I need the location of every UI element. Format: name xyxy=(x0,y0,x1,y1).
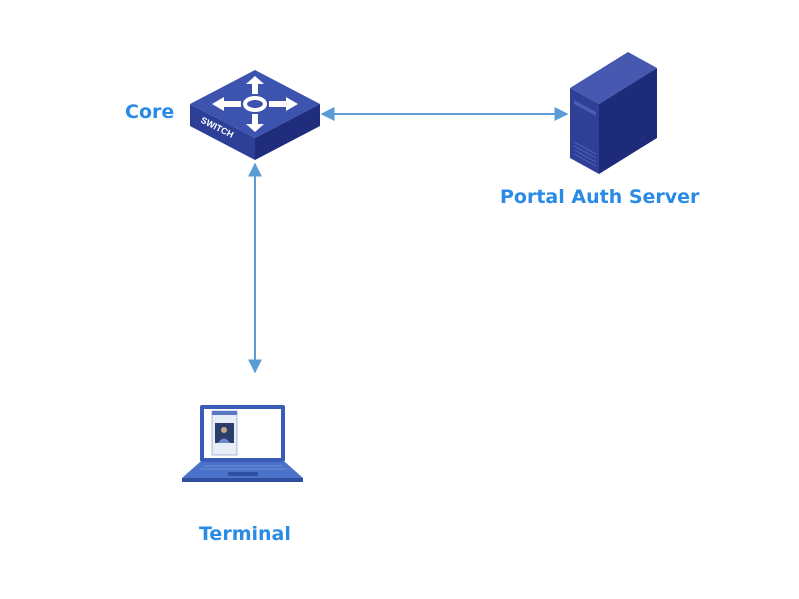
core-label: Core xyxy=(125,101,175,123)
server-icon[interactable] xyxy=(570,52,657,174)
terminal-label: Terminal xyxy=(199,523,291,545)
laptop-icon[interactable] xyxy=(182,405,303,482)
portal-auth-server-label: Portal Auth Server xyxy=(500,186,700,208)
switch-icon[interactable]: SWITCH xyxy=(190,70,320,160)
